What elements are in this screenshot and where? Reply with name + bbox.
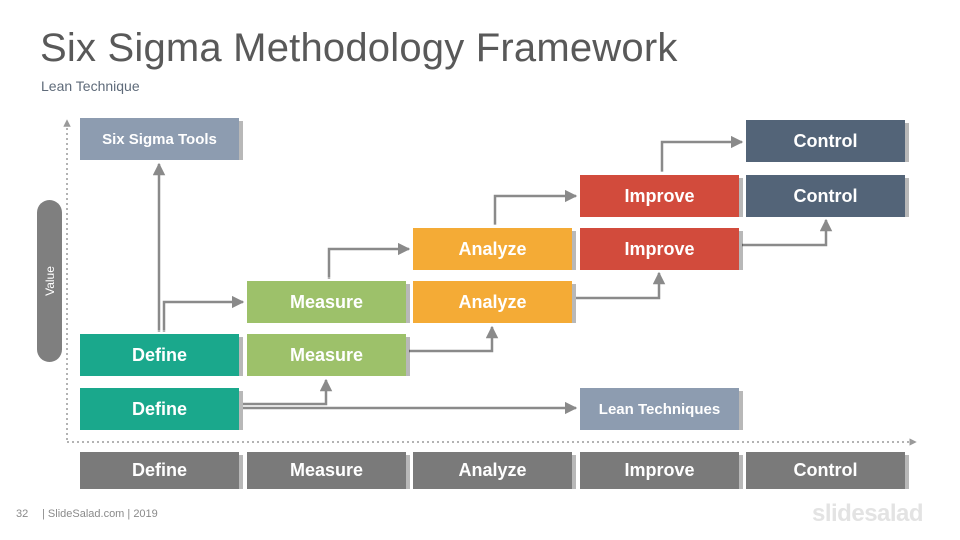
improve-box-top: Improve — [580, 171, 743, 217]
footer-text: | SlideSalad.com | 2019 — [42, 508, 158, 520]
arrow-improve-bottom-to-control — [742, 218, 833, 247]
improve-box-bottom: Improve — [580, 224, 743, 270]
phase-analyze: Analyze — [413, 448, 576, 489]
arrow-analyze-to-improve — [493, 189, 578, 225]
page-title: Six Sigma Methodology Framework — [40, 26, 678, 70]
arrow-measure-bottom-to-analyze — [409, 325, 499, 353]
define-box-bottom: Define — [80, 384, 243, 430]
slide-number: 32 — [16, 508, 29, 520]
control-box-top: Control — [746, 116, 909, 162]
phase-define: Define — [80, 448, 243, 489]
arrow-measure-to-analyze — [327, 242, 411, 279]
arrow-define-bottom-to-measure — [243, 378, 333, 406]
arrow-analyze-bottom-to-improve — [576, 271, 666, 300]
analyze-box-top: Analyze — [413, 224, 576, 270]
define-box-top: Define — [80, 330, 243, 376]
arrow-improve-to-control — [660, 135, 744, 172]
control-box-bottom: Control — [746, 171, 909, 217]
value-axis-label: Value — [37, 200, 62, 362]
phase-improve: Improve — [580, 448, 743, 489]
six-sigma-tools-box: Six Sigma Tools — [80, 114, 243, 160]
analyze-box-bottom: Analyze — [413, 277, 576, 323]
brand-logo: slidesalad — [812, 500, 924, 527]
measure-box-top: Measure — [247, 277, 410, 323]
measure-box-bottom: Measure — [247, 330, 410, 376]
lean-techniques-box: Lean Techniques — [580, 384, 743, 430]
phase-control: Control — [746, 448, 909, 489]
phase-measure: Measure — [247, 448, 410, 489]
page-subtitle: Lean Technique — [41, 78, 140, 94]
arrow-define-to-measure — [162, 295, 245, 332]
